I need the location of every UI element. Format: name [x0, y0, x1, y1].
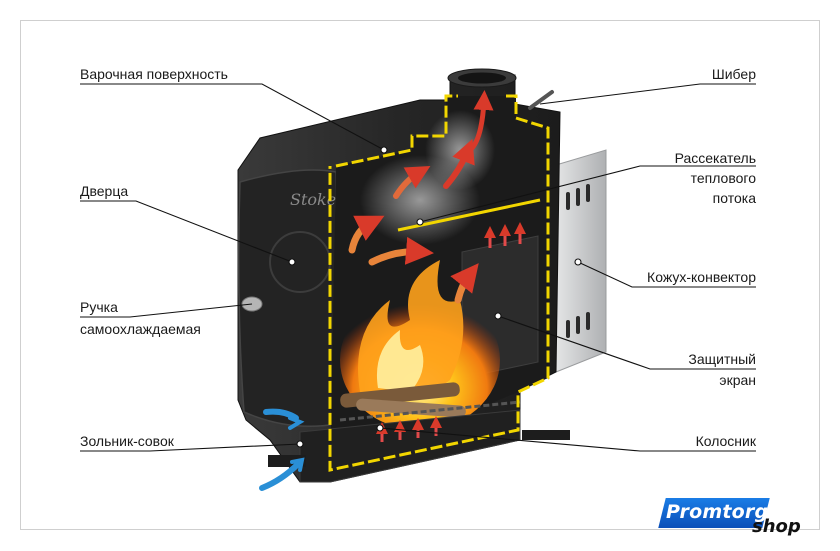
label-heat-divider-line1: Рассекатель	[674, 150, 756, 166]
leader-grate	[379, 427, 756, 452]
damper-lever	[528, 90, 554, 110]
label-damper: Шибер	[711, 66, 756, 82]
label-heat-divider-line3: потока	[712, 190, 756, 206]
label-convector-casing: Кожух-конвектор	[647, 269, 756, 285]
label-heat-divider-line2: теплового	[690, 170, 756, 186]
logs	[340, 382, 466, 418]
label-protective-screen-line1: Защитный	[688, 351, 756, 367]
label-grate: Колосник	[695, 433, 756, 449]
grate-shape	[339, 400, 521, 422]
leader-cooking-surface	[80, 83, 385, 151]
hot-air-arrows	[348, 90, 494, 304]
leader-convector	[577, 261, 756, 288]
label-protective-screen-line2: экран	[719, 372, 756, 388]
label-handle-line1: Ручка	[80, 299, 118, 315]
label-cooking-surface: Варочная поверхность	[80, 66, 228, 82]
logo-main-text: Promtorg	[666, 501, 769, 523]
cutaway-outline	[328, 94, 550, 472]
cold-air-arrows	[259, 408, 305, 491]
promtorg-shop-logo: Promtorg shop	[656, 494, 838, 544]
leader-door	[80, 200, 293, 263]
casing-vents	[566, 184, 590, 338]
stove-brand-text: Stoke	[290, 190, 336, 209]
leader-heat-divider	[419, 165, 756, 223]
label-ash-pan: Зольник-совок	[80, 433, 174, 449]
leader-handle	[80, 303, 253, 318]
leader-damper	[539, 83, 756, 105]
leader-lines	[80, 83, 756, 452]
logo-sub-text: shop	[752, 516, 801, 537]
label-door: Дверца	[80, 183, 129, 199]
label-handle-line2: самоохлаждаемая	[80, 321, 201, 337]
leader-protective-screen	[497, 315, 756, 370]
leader-ash-pan	[80, 443, 301, 452]
stove-leg-right	[522, 430, 570, 440]
